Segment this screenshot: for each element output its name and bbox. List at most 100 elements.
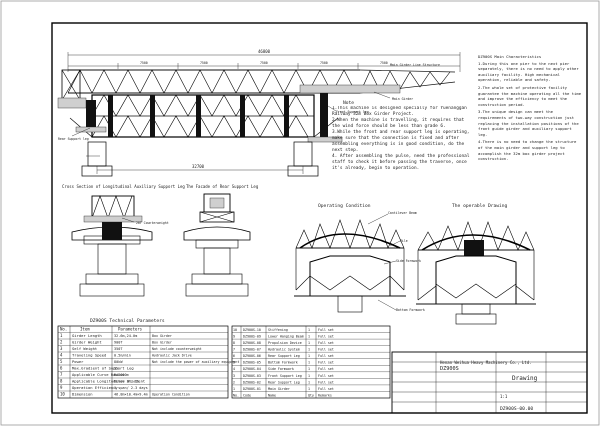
parts-cell: 1	[308, 374, 310, 378]
param-cell: Not include counterweight	[152, 347, 202, 351]
operating-condition-title: Operating Condition	[318, 203, 371, 209]
param-cell: Box Girder	[152, 334, 172, 338]
note-4: 4. After assembling the pulse, need the …	[332, 154, 470, 171]
param-cell: Operation Condition	[152, 393, 190, 397]
parameter-table: DZ900S Technical Parameters No. Item Par…	[57, 318, 239, 399]
param-header-item: Item	[80, 327, 90, 332]
parts-cell: 1	[308, 361, 310, 365]
parts-cell: 5	[233, 361, 235, 365]
dim-seg-1: 7500	[140, 61, 148, 65]
param-cell: 1	[60, 333, 63, 338]
param-cell: R≥2000m	[114, 373, 129, 377]
title-model: DZ900S	[440, 366, 459, 372]
param-cell: 46.8m×10.4m×9.4m	[114, 393, 148, 397]
facade-title: The Facade of Rear Support Leg	[186, 184, 259, 189]
title-code: DZ900S-00.00	[500, 406, 533, 412]
parts-cell: 3	[233, 374, 235, 378]
dim-seg-5: 7500	[380, 61, 388, 65]
dim-seg-2: 7500	[200, 61, 208, 65]
parts-cell: 8	[233, 341, 235, 345]
parts-cell: 1	[308, 328, 310, 332]
parts-cell: Full set	[318, 328, 334, 332]
param-cell: Not include the power of auxiliary equip…	[152, 360, 239, 364]
parts-cell: Lower Hanging Beam	[268, 334, 304, 338]
parts-cell: 1	[308, 348, 310, 352]
param-cell: Applicable Longitudinal Gradient	[72, 379, 145, 384]
label-girder-line: Main Girder Line Structure	[390, 63, 440, 67]
param-cell: 1 span/ 2-3 days	[114, 386, 148, 390]
parts-cell: 2	[233, 380, 235, 384]
hanging-trolley	[299, 84, 401, 94]
operating-condition-view: Operating Condition Cantilever Beam Pile…	[294, 203, 425, 313]
parts-cell: DZ900S-05	[243, 361, 261, 365]
operable-drawing-view: The operable Drawing	[416, 203, 536, 325]
parts-cell: DZ900S-02	[243, 380, 261, 384]
dim-seg-4: 7500	[320, 61, 328, 65]
parts-cell: DZ900S-03	[243, 374, 261, 378]
param-cell: 2	[60, 340, 63, 345]
parts-cell: Rear Support Leg	[268, 354, 300, 358]
parts-cell: DZ900S-06	[243, 354, 261, 358]
param-cell: 3	[60, 346, 63, 351]
parts-cell: Full set	[318, 367, 334, 371]
parts-cell: Propulsion Device	[268, 341, 302, 345]
parts-cell: DZ900S-04	[243, 367, 261, 371]
param-cell: Girder Length	[72, 333, 102, 338]
note-1: 1.This machine is designed specially for…	[332, 106, 467, 117]
parts-header-cell: Remarks	[318, 393, 332, 397]
main-girder-truss: Main Girder Line Structure	[67, 63, 456, 94]
param-cell: 80kW	[114, 360, 123, 364]
parts-header-cell: Qty	[308, 393, 314, 397]
title-block: Henan Weihua Heavy Machinery Co., Ltd. D…	[391, 351, 588, 414]
parts-cell: 7	[233, 348, 235, 352]
parts-cell: 10	[233, 328, 237, 332]
parts-cell: Full set	[318, 354, 334, 358]
label-bottom-formwork: Bottom Formwork	[396, 308, 425, 312]
param-cell: Hydraulic Jack Drive	[152, 354, 192, 358]
param-cell: Below 3%; 1%	[114, 380, 140, 384]
param-cell: 6	[60, 366, 63, 371]
notes-heading: Note	[343, 100, 354, 106]
label-cantilever-beam: Cantilever Beam	[388, 211, 417, 215]
parts-cell: 1	[233, 387, 235, 391]
param-cell: 4	[60, 353, 63, 358]
parts-cell: Hydraulic System	[268, 348, 300, 352]
param-cell: 8	[60, 379, 63, 384]
parts-cell: Rear Support Leg	[268, 380, 300, 384]
parts-cell: 1	[308, 334, 310, 338]
param-cell: Operation Efficiency	[72, 385, 118, 390]
param-cell: 350T	[114, 347, 123, 351]
char-4: 4.There is no need to change the structu…	[478, 139, 577, 162]
param-header-params: Parameters	[118, 327, 143, 332]
parts-cell: 1	[308, 367, 310, 371]
note-3: 3.While the front and rear support leg i…	[332, 130, 470, 153]
label-counterweight: 20T Counterweight	[136, 221, 169, 225]
parts-cell: Full set	[318, 341, 334, 345]
parts-cell: Front Support Leg	[268, 374, 302, 378]
facade-view: The Facade of Rear Support Leg	[183, 184, 259, 297]
parts-cell: Full set	[318, 374, 334, 378]
label-side-formwork: Side Formwork	[396, 259, 421, 263]
parts-cell: DZ900S-07	[243, 348, 261, 352]
cross-section-view: Cross Section of Longitudinal Auxiliary …	[62, 184, 185, 297]
parts-cell: Main Girder	[268, 387, 290, 391]
char-1: 1.During this one pier to the next pier …	[478, 60, 579, 83]
label-pile: Pile	[400, 239, 408, 243]
parts-cell: DZ900S-08	[243, 341, 261, 345]
label-main-girder: Main Girder	[392, 97, 413, 101]
parts-cell: Full set	[318, 380, 334, 384]
param-cell: 10	[60, 392, 65, 397]
parts-cell: Full set	[318, 361, 334, 365]
operable-drawing-title: The operable Drawing	[452, 203, 508, 209]
title-scale: 1:1	[500, 394, 508, 399]
parts-cell: DZ900S-01	[243, 387, 261, 391]
characteristics-block: DZ900S Main Characteristics 1.During thi…	[478, 54, 581, 162]
dim-total-length: 46800	[258, 49, 271, 54]
parts-cell: 1	[308, 354, 310, 358]
drawing-frame	[51, 22, 588, 414]
